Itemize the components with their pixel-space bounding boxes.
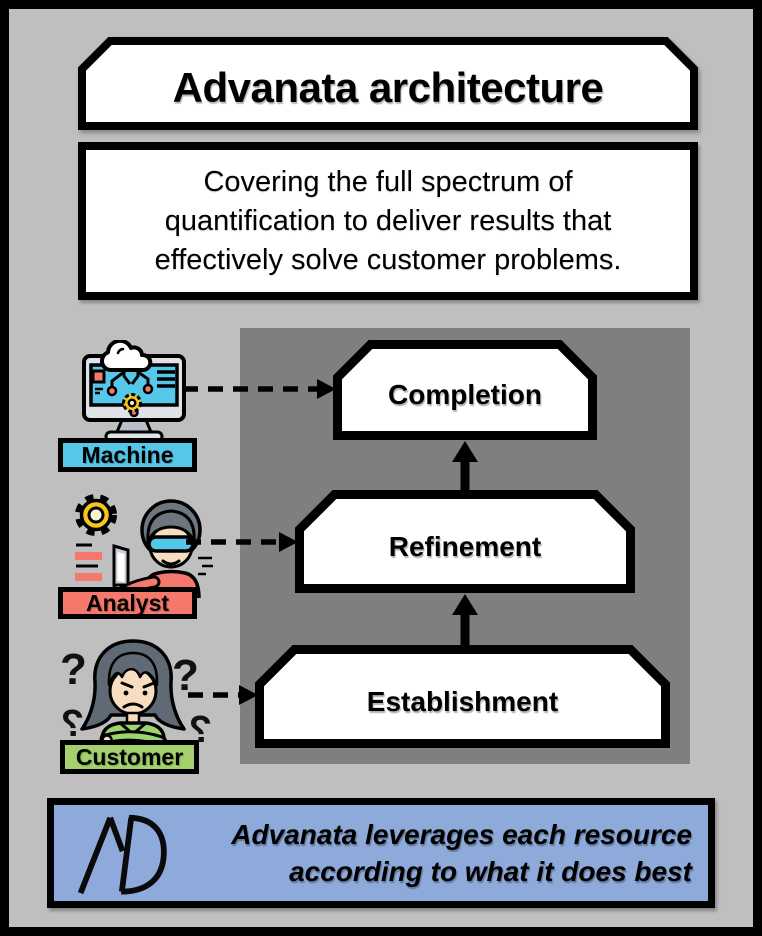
subtitle-box: Covering the full spectrum of quantifica… bbox=[78, 142, 698, 300]
footer-tagline: Advanata leverages each resource accordi… bbox=[231, 805, 692, 901]
arrow-machine-to-completion bbox=[183, 379, 336, 399]
title-banner-shape bbox=[78, 37, 698, 130]
question-mark-icon: ? bbox=[61, 703, 84, 745]
stage-completion-shape bbox=[333, 340, 597, 440]
stage-establishment: Establishment bbox=[255, 645, 670, 748]
customer-confused-icon: ? ? ? ? bbox=[60, 639, 212, 754]
customer-label: Customer bbox=[60, 740, 199, 774]
machine-monitor-cloud-icon bbox=[82, 340, 186, 443]
question-mark-icon: ? bbox=[172, 651, 199, 700]
stage-establishment-shape bbox=[255, 645, 670, 748]
stage-completion-label: Completion bbox=[388, 379, 542, 410]
subtitle-line-2: quantification to deliver results that bbox=[164, 204, 612, 237]
analyst-label: Analyst bbox=[58, 587, 197, 619]
machine-label: Machine bbox=[58, 438, 197, 472]
arrow-analyst-to-refinement bbox=[186, 532, 298, 552]
stage-refinement: Refinement bbox=[295, 490, 635, 593]
arrow-establishment-to-refinement bbox=[452, 594, 478, 645]
stage-refinement-label: Refinement bbox=[388, 530, 542, 562]
footer-banner: Advanata leverages each resource accordi… bbox=[47, 798, 715, 908]
arrow-refinement-to-completion bbox=[452, 441, 478, 490]
stage-completion: Completion bbox=[333, 340, 597, 440]
stage-establishment-label: Establishment bbox=[366, 685, 559, 717]
advanata-logo-icon bbox=[77, 814, 167, 895]
footer-tagline-line-2: according to what it does best bbox=[289, 856, 692, 887]
footer-tagline-line-1: Advanata leverages each resource bbox=[231, 819, 692, 850]
stage-refinement-shape bbox=[295, 490, 635, 593]
page-title: Advanata architecture bbox=[172, 63, 604, 111]
title-banner: Advanata architecture bbox=[78, 37, 698, 130]
subtitle-line-1: Covering the full spectrum of bbox=[203, 165, 573, 198]
arrow-customer-to-establishment bbox=[188, 685, 258, 705]
subtitle-line-3: effectively solve customer problems. bbox=[154, 243, 622, 276]
question-mark-icon: ? bbox=[60, 645, 87, 694]
